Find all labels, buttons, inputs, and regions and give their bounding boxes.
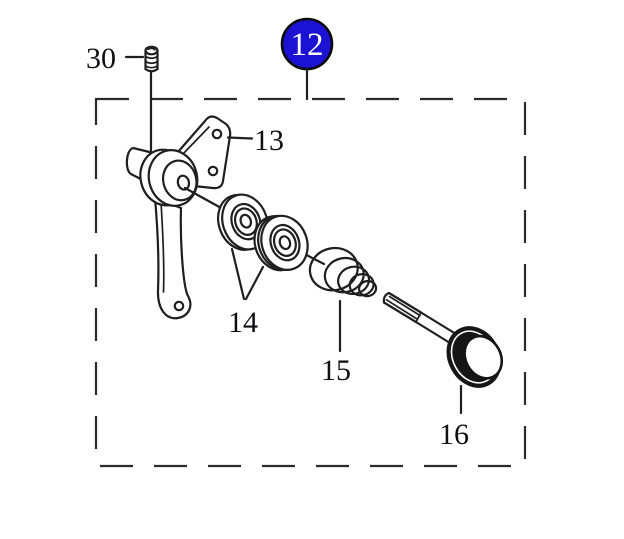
screw-thread-line-1 <box>388 295 421 317</box>
spring-coil-1 <box>308 246 359 292</box>
screw-thread-line-2 <box>385 298 418 320</box>
set-screw-thread-1 <box>144 55 159 60</box>
screw-shaft-bottom <box>414 320 452 345</box>
set-screw-thread-3 <box>144 65 159 69</box>
callout-14-leader-left <box>230 247 246 301</box>
callout-13-leader-line <box>226 136 254 140</box>
tension-disc-a-drawing <box>217 193 269 251</box>
screw-collar-step <box>415 311 422 323</box>
disc-b-hole <box>278 235 292 251</box>
callout-30-group: 30 <box>86 42 159 154</box>
assembly-badge-circle <box>280 17 334 71</box>
assembly-badge-number: 12 <box>291 27 324 63</box>
dashed-boundary-box <box>94 97 527 468</box>
callout-16-group: 16 <box>439 384 469 451</box>
callout-16-label: 16 <box>439 418 469 451</box>
callout-30-label: 30 <box>86 42 116 75</box>
callout-13-label: 13 <box>254 124 284 157</box>
screw-thread-edge-bottom <box>382 301 418 324</box>
lever-foot-hole <box>173 300 185 312</box>
callout-15-group: 15 <box>321 299 351 387</box>
assembly-boundary-group <box>94 97 527 468</box>
callout-14-leader-right <box>244 265 265 301</box>
callout-15-label: 15 <box>321 354 351 387</box>
set-screw-thread-2 <box>144 60 159 65</box>
lever-arm-crease <box>160 201 165 293</box>
disc-a-hole <box>239 213 253 229</box>
knob-face <box>463 334 504 380</box>
thumb-screw-drawing <box>382 291 504 388</box>
lever-hub-disc <box>139 148 199 207</box>
conical-spring-drawing <box>308 246 378 298</box>
hub-hole <box>176 174 191 191</box>
screw-thread-edge-top <box>387 291 423 314</box>
lever-bracket-fold-line <box>180 126 210 157</box>
set-screw-bottom <box>144 67 159 73</box>
lever-13-drawing <box>125 115 254 320</box>
screw-shaft-top <box>419 311 458 336</box>
tension-disc-b-drawing <box>253 214 309 272</box>
knurled-knob <box>446 326 504 388</box>
spring-coil-5 <box>358 279 378 298</box>
set-screw-drawing <box>144 45 159 73</box>
bracket-hole-top <box>211 128 223 140</box>
callout-14-group: 14 <box>228 247 265 339</box>
set-screw-spiral <box>147 47 156 51</box>
spring-coil-2 <box>323 256 365 294</box>
callout-14-label: 14 <box>228 306 258 339</box>
lever-arm <box>153 196 192 320</box>
assembly-badge-group: 12 <box>280 17 334 101</box>
bracket-hole-bottom <box>207 165 219 177</box>
